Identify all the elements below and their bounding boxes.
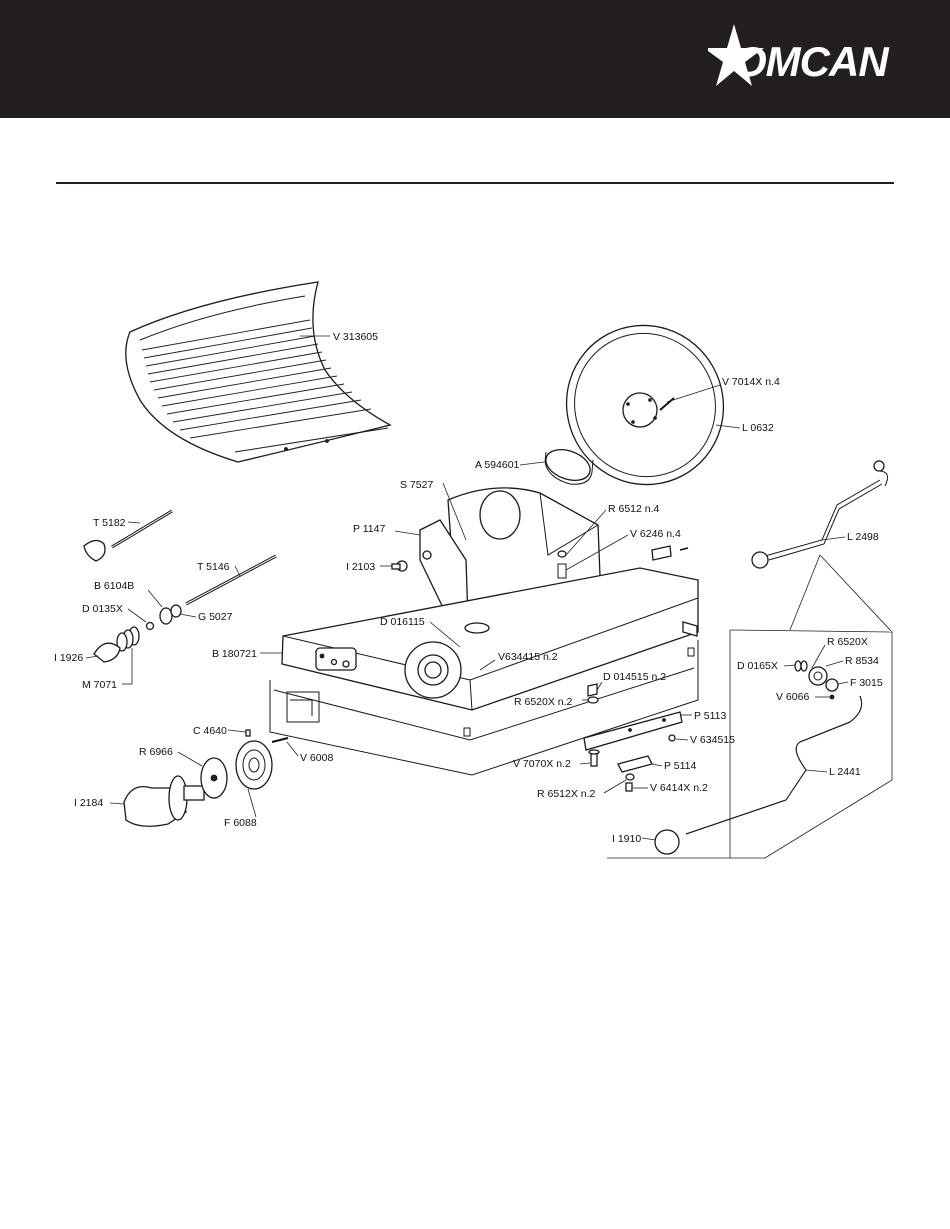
- label-p5114: P 5114: [664, 760, 696, 772]
- label-r6966: R 6966: [139, 746, 173, 758]
- label-v6066: V 6066: [776, 691, 809, 703]
- label-f3015: F 3015: [850, 677, 883, 689]
- screw-r6512: [557, 550, 567, 579]
- label-r6512: R 6512 n.4: [608, 503, 660, 515]
- label-r6520x-right: R 6520X: [827, 636, 868, 648]
- washer-r6512x: [625, 773, 635, 792]
- star-icon: [708, 24, 764, 86]
- omcan-logo: OMCAN: [708, 24, 898, 96]
- label-l2441: L 2441: [829, 766, 861, 778]
- label-d014515: D 014515 n.2: [603, 671, 666, 683]
- label-v7070x: V 7070X n.2: [513, 758, 571, 770]
- label-p1147: P 1147: [353, 523, 385, 535]
- label-v634515: V 634515: [690, 734, 735, 746]
- label-v6008: V 6008: [300, 752, 333, 764]
- label-v634415: V634415 n.2: [498, 651, 558, 663]
- label-v313605: V 313605: [333, 331, 378, 343]
- label-r6520x: R 6520X n.2: [514, 696, 573, 708]
- rod-t5182: [83, 509, 173, 562]
- sharpener-rod-l2441: [654, 695, 863, 855]
- sharpener-fittings: [794, 660, 839, 700]
- label-d0135x: D 0135X: [82, 603, 123, 615]
- knob-i2103: [391, 560, 408, 572]
- label-d0165x: D 0165X: [737, 660, 778, 672]
- label-i2103: I 2103: [346, 561, 375, 573]
- logo-wordmark: OMCAN: [734, 38, 889, 85]
- spring-m7071: [116, 626, 140, 652]
- label-i1926: I 1926: [54, 652, 83, 664]
- machine-body: [269, 487, 699, 776]
- header-bar: OMCAN: [0, 0, 950, 118]
- label-t5146: T 5146: [197, 561, 230, 573]
- sharpener-bracket-lines: [607, 554, 893, 859]
- label-p5113: P 5113: [694, 710, 726, 722]
- label-r8534: R 8534: [845, 655, 879, 667]
- label-s7527: S 7527: [400, 479, 433, 491]
- label-i2184: I 2184: [74, 797, 103, 809]
- label-r6512x: R 6512X n.2: [537, 788, 596, 800]
- label-l0632: L 0632: [742, 422, 774, 434]
- header-rule: [56, 182, 894, 184]
- label-d016115: D 016115: [380, 616, 425, 628]
- label-g5027: G 5027: [198, 611, 233, 623]
- label-b180721: B 180721: [212, 648, 257, 660]
- label-v7014x: V 7014X n.4: [722, 376, 780, 388]
- label-v6414x: V 6414X n.2: [650, 782, 708, 794]
- label-a594601: A 594601: [475, 459, 520, 471]
- plate-p5114: [617, 755, 653, 773]
- foot-d014515: [587, 683, 599, 704]
- blade-ring: [544, 449, 594, 485]
- knob-assembly: [123, 729, 289, 827]
- blade: [565, 324, 725, 486]
- slice-deflector-plate: [125, 281, 392, 463]
- cover-plate-v6246: [651, 545, 689, 561]
- label-c4640: C 4640: [193, 725, 227, 737]
- label-i1910: I 1910: [612, 833, 641, 845]
- label-l2498: L 2498: [847, 531, 879, 543]
- rod-t5146: [185, 554, 277, 606]
- label-t5182: T 5182: [93, 517, 126, 529]
- label-v6246: V 6246 n.4: [630, 528, 681, 540]
- label-f6088: F 6088: [224, 817, 257, 829]
- label-b6104b: B 6104B: [94, 580, 134, 592]
- knob-i1926: [93, 642, 121, 663]
- label-m7071: M 7071: [82, 679, 117, 691]
- plate-p5113: [583, 711, 683, 751]
- bushing-b6104b: [145, 604, 182, 631]
- screw-v7070x: [588, 749, 600, 767]
- sharpener-handle: [751, 460, 889, 569]
- screw-v634515: [668, 734, 676, 742]
